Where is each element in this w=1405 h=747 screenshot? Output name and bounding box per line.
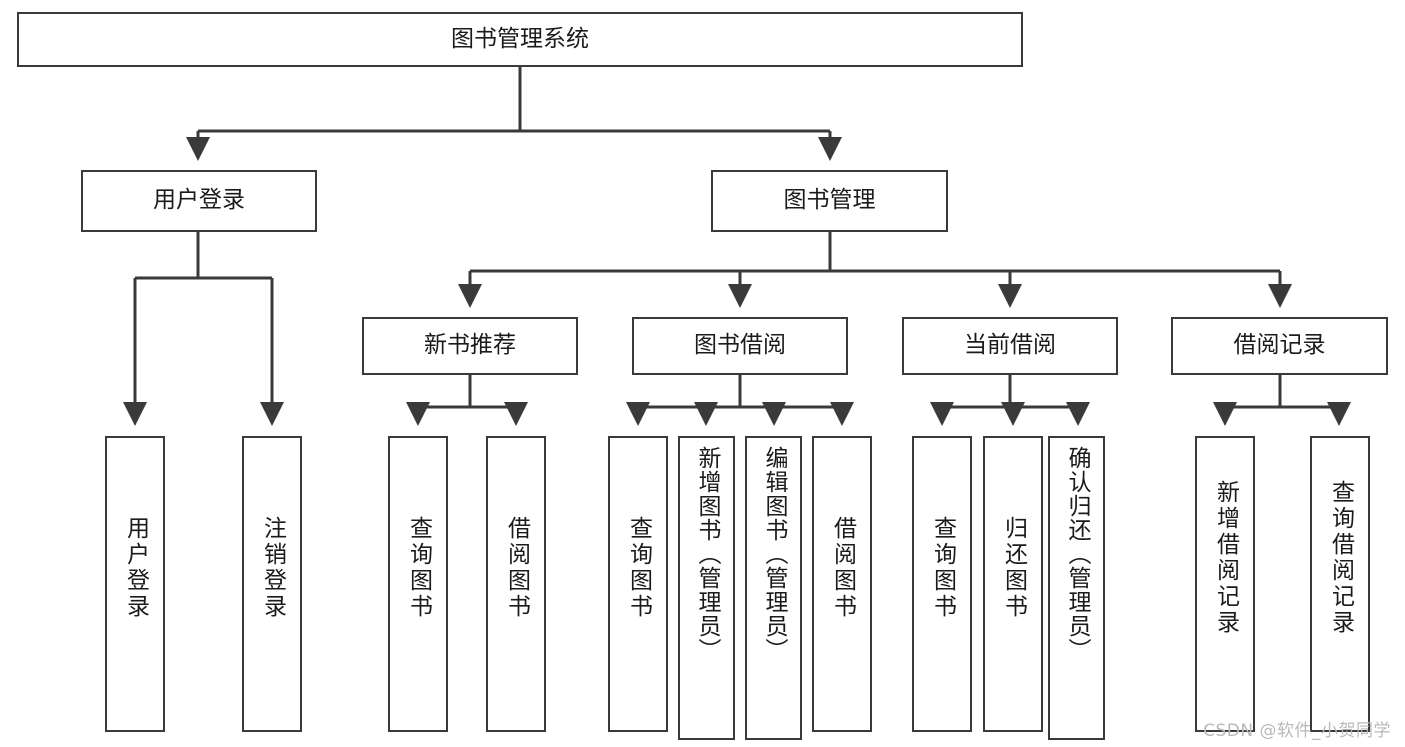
node-label: 当前借阅	[964, 332, 1056, 359]
node-book-management[interactable]: 图书管理	[711, 170, 948, 232]
leaf-query-book-current[interactable]: 查询图书	[912, 436, 972, 732]
leaf-query-borrow-record[interactable]: 查询借阅记录	[1310, 436, 1370, 732]
leaf-user-login[interactable]: 用户登录	[105, 436, 165, 732]
leaf-borrow-book-borrow[interactable]: 借阅图书	[812, 436, 872, 732]
leaf-confirm-return[interactable]: 确认归还（管理员）	[1048, 436, 1105, 740]
node-label: 确认归还（管理员）	[1064, 446, 1090, 662]
node-label: 借阅图书	[829, 516, 856, 620]
node-new-book-recommend[interactable]: 新书推荐	[362, 317, 578, 375]
node-borrow-record[interactable]: 借阅记录	[1171, 317, 1388, 375]
node-label: 新书推荐	[424, 332, 516, 359]
watermark-text: CSDN @软件_小贺同学	[1203, 721, 1391, 741]
node-label: 用户登录	[153, 187, 245, 214]
node-label: 借阅图书	[503, 516, 530, 620]
node-book-borrow[interactable]: 图书借阅	[632, 317, 848, 375]
leaf-add-borrow-record[interactable]: 新增借阅记录	[1195, 436, 1255, 732]
leaf-return-book[interactable]: 归还图书	[983, 436, 1043, 732]
leaf-add-book[interactable]: 新增图书（管理员）	[678, 436, 735, 740]
node-label: 图书借阅	[694, 332, 786, 359]
node-label: 查询图书	[929, 516, 956, 620]
node-label: 图书管理	[783, 187, 876, 214]
node-label: 图书管理系统	[451, 25, 589, 52]
node-label: 注销登录	[259, 516, 286, 620]
node-label: 查询图书	[405, 516, 432, 620]
node-label: 查询图书	[625, 516, 652, 620]
node-label: 新增借阅记录	[1212, 480, 1239, 636]
leaf-query-book-recommend[interactable]: 查询图书	[388, 436, 448, 732]
node-label: 借阅记录	[1233, 332, 1326, 359]
leaf-edit-book[interactable]: 编辑图书（管理员）	[745, 436, 802, 740]
leaf-borrow-book-recommend[interactable]: 借阅图书	[486, 436, 546, 732]
node-label: 编辑图书（管理员）	[761, 446, 787, 662]
node-label: 新增图书（管理员）	[694, 446, 720, 662]
node-current-borrow[interactable]: 当前借阅	[902, 317, 1118, 375]
leaf-query-book-borrow[interactable]: 查询图书	[608, 436, 668, 732]
leaf-user-logout[interactable]: 注销登录	[242, 436, 302, 732]
node-label: 用户登录	[122, 516, 149, 620]
node-book-management-system[interactable]: 图书管理系统	[17, 12, 1023, 67]
node-user-login[interactable]: 用户登录	[81, 170, 317, 232]
node-label: 查询借阅记录	[1327, 480, 1354, 636]
node-label: 归还图书	[1000, 516, 1027, 620]
